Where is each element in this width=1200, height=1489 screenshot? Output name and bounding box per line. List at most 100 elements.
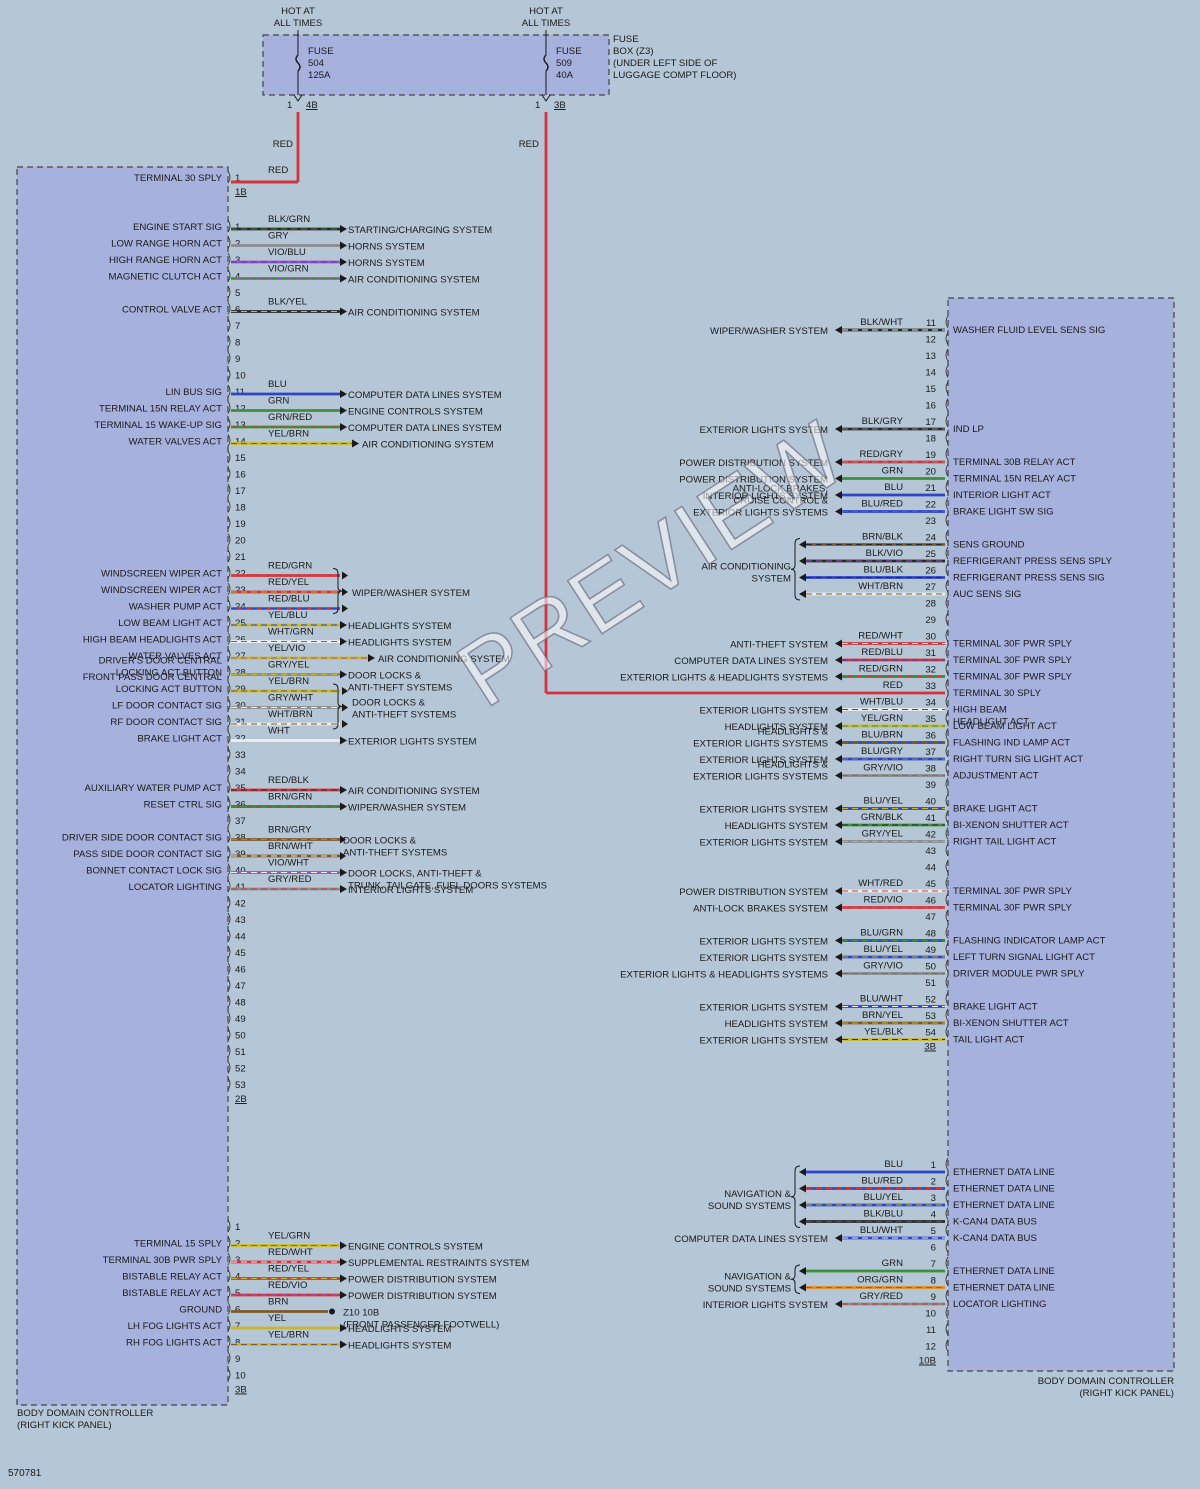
destination-system-label: POWER DISTRIBUTION SYSTEM <box>348 1291 497 1302</box>
connector-cavity-icon <box>227 285 231 299</box>
arrow-left-icon <box>835 474 842 483</box>
connector-cavity-icon <box>945 464 949 477</box>
destination-system-label: EXTERIOR LIGHTS & HEADLIGHTS SYSTEMS <box>620 970 828 981</box>
arrow-left-icon <box>835 1035 842 1044</box>
left-pin-signal-label: GROUND <box>179 1305 222 1316</box>
pin-number: 31 <box>235 717 246 728</box>
fuse-icon <box>295 54 301 72</box>
wire-code-label: BLK/BLU <box>864 1209 904 1220</box>
grouped-destination-label: DOOR LOCKS & <box>343 836 417 847</box>
wire-code-label: BRN/BLK <box>862 532 904 543</box>
left-pin-signal-label: MAGNETIC CLUTCH ACT <box>108 272 222 283</box>
connector-cavity-icon <box>227 1044 231 1058</box>
right-pin-signal-label: TERMINAL 30F PWR SPLY <box>953 639 1072 650</box>
connector-cavity-icon <box>227 945 231 959</box>
connector-cavity-icon <box>945 579 949 593</box>
hot-at-all-times-label: ALL TIMES <box>274 18 323 29</box>
destination-system-label: HEADLIGHTS & <box>758 727 829 738</box>
right-pin-signal-label: BRAKE LIGHT ACT <box>953 804 1038 815</box>
destination-system-label: EXTERIOR LIGHTS SYSTEM <box>700 706 828 717</box>
pin-number: 8 <box>931 1276 936 1287</box>
arrow-right-icon <box>340 885 347 893</box>
connector-cavity-icon <box>945 1207 949 1220</box>
wire-code-label: BLU/WHT <box>860 994 903 1005</box>
arrow-right-icon <box>340 406 347 415</box>
right-pin-signal-label: BRAKE LIGHT SW SIG <box>953 507 1054 518</box>
connector-cavity-icon <box>945 794 949 807</box>
destination-system-label: EXTERIOR LIGHTS SYSTEM <box>700 838 828 849</box>
pin-number: 5 <box>235 1288 240 1299</box>
wire-code-label: GRY/RED <box>859 1291 903 1302</box>
pin-number: 41 <box>925 813 936 824</box>
right-pin-signal-label: TERMINAL 30F PWR SPLY <box>953 903 1072 914</box>
pin-number: 22 <box>925 500 936 511</box>
connector-cavity-icon <box>227 219 231 233</box>
wire-code-label: YEL/GRN <box>861 713 903 724</box>
ground-location-label: (FRONT PASSENGER FOOTWELL) <box>343 1320 499 1331</box>
pin-number: 15 <box>235 453 246 464</box>
pin-number: 31 <box>925 648 936 659</box>
destination-system-label: CRUISE CONTROL & <box>733 496 828 507</box>
connector-cavity-icon <box>945 1306 949 1319</box>
wire-code-label: RED/GRY <box>859 449 903 460</box>
destination-system-label: ANTI-THEFT SYSTEMS <box>348 683 452 694</box>
pin-number: 1 <box>235 1222 240 1233</box>
wire-code-label: BLU <box>884 1159 903 1170</box>
arrow-left-icon <box>799 1168 806 1176</box>
wire-code-label: BRN/GRY <box>268 825 312 836</box>
pin-number: 37 <box>925 747 936 758</box>
pin-number: 9 <box>235 1354 240 1365</box>
pin-number: 50 <box>235 1031 246 1042</box>
connector-cavity-icon <box>227 318 231 332</box>
destination-system-label: COMPUTER DATA LINES SYSTEM <box>348 390 502 401</box>
pin-number: 8 <box>235 1338 240 1349</box>
connector-cavity-icon <box>227 896 231 909</box>
pin-number: 21 <box>925 483 936 494</box>
left-pin-signal-label: WATER VALVES ACT <box>129 651 223 662</box>
left-pin-signal-label: TERMINAL 15 WAKE-UP SIG <box>94 420 222 431</box>
right-pin-signal-label: RIGHT TAIL LIGHT ACT <box>953 837 1057 848</box>
connector-cavity-icon <box>945 1256 949 1270</box>
wire-code-label: GRY/VIO <box>863 961 903 972</box>
wire-code-label: BLU/BLK <box>864 565 904 576</box>
arrow-right-icon <box>340 868 347 877</box>
wire-code-label: VIO/GRN <box>268 264 309 275</box>
connector-cavity-icon <box>945 1190 949 1204</box>
destination-system-label: COMPUTER DATA LINES SYSTEM <box>674 1234 828 1245</box>
wire-code-label: YEL/BRN <box>268 1330 309 1341</box>
connector-cavity-icon <box>227 648 231 662</box>
pin-number: 2 <box>931 1177 936 1188</box>
right-pin-signal-label: LEFT TURN SIGNAL LIGHT ACT <box>953 952 1095 963</box>
pin-number: 50 <box>925 962 936 973</box>
pin-number: 37 <box>235 816 246 827</box>
pin-number: 21 <box>235 552 246 563</box>
connector-cavity-icon <box>945 662 949 675</box>
connector-cavity-icon <box>227 384 231 398</box>
connector-cavity-icon <box>227 929 231 942</box>
arrow-right-icon <box>340 786 347 794</box>
right-pin-signal-label: RIGHT TURN SIG LIGHT ACT <box>953 754 1083 765</box>
right-pin-signal-label: TERMINAL 30F PWR SPLY <box>953 655 1072 666</box>
wire-code-label: WHT/RED <box>858 878 903 889</box>
right-pin-signal-label: WASHER FLUID LEVEL SENS SIG <box>953 325 1105 336</box>
fuse-pin-number: 1 <box>535 100 540 111</box>
connector-cavity-icon <box>945 546 949 560</box>
connector-cavity-icon <box>945 315 949 329</box>
wire-code-label: BLU/YEL <box>864 1192 904 1203</box>
left-pin-signal-label: BISTABLE RELAY ACT <box>122 1288 222 1299</box>
connector-cavity-icon <box>227 434 231 447</box>
connector-cavity-icon <box>945 480 949 494</box>
pin-number: 40 <box>235 866 246 877</box>
arrow-left-icon <box>835 755 842 763</box>
connector-cavity-icon <box>227 1335 231 1348</box>
arrow-left-icon <box>799 1283 806 1292</box>
pin-number: 23 <box>235 585 246 596</box>
wire-code-label: GRY/YEL <box>862 829 904 840</box>
connector-cavity-icon <box>945 860 949 873</box>
connector-cavity-icon <box>945 744 949 758</box>
arrow-left-icon <box>835 969 842 978</box>
pin-number: 44 <box>235 932 246 943</box>
left-pin-signal-label: RESET CTRL SIG <box>144 800 222 811</box>
fuse-box-label: (UNDER LEFT SIDE OF <box>613 58 717 69</box>
pin-number: 7 <box>931 1259 936 1270</box>
